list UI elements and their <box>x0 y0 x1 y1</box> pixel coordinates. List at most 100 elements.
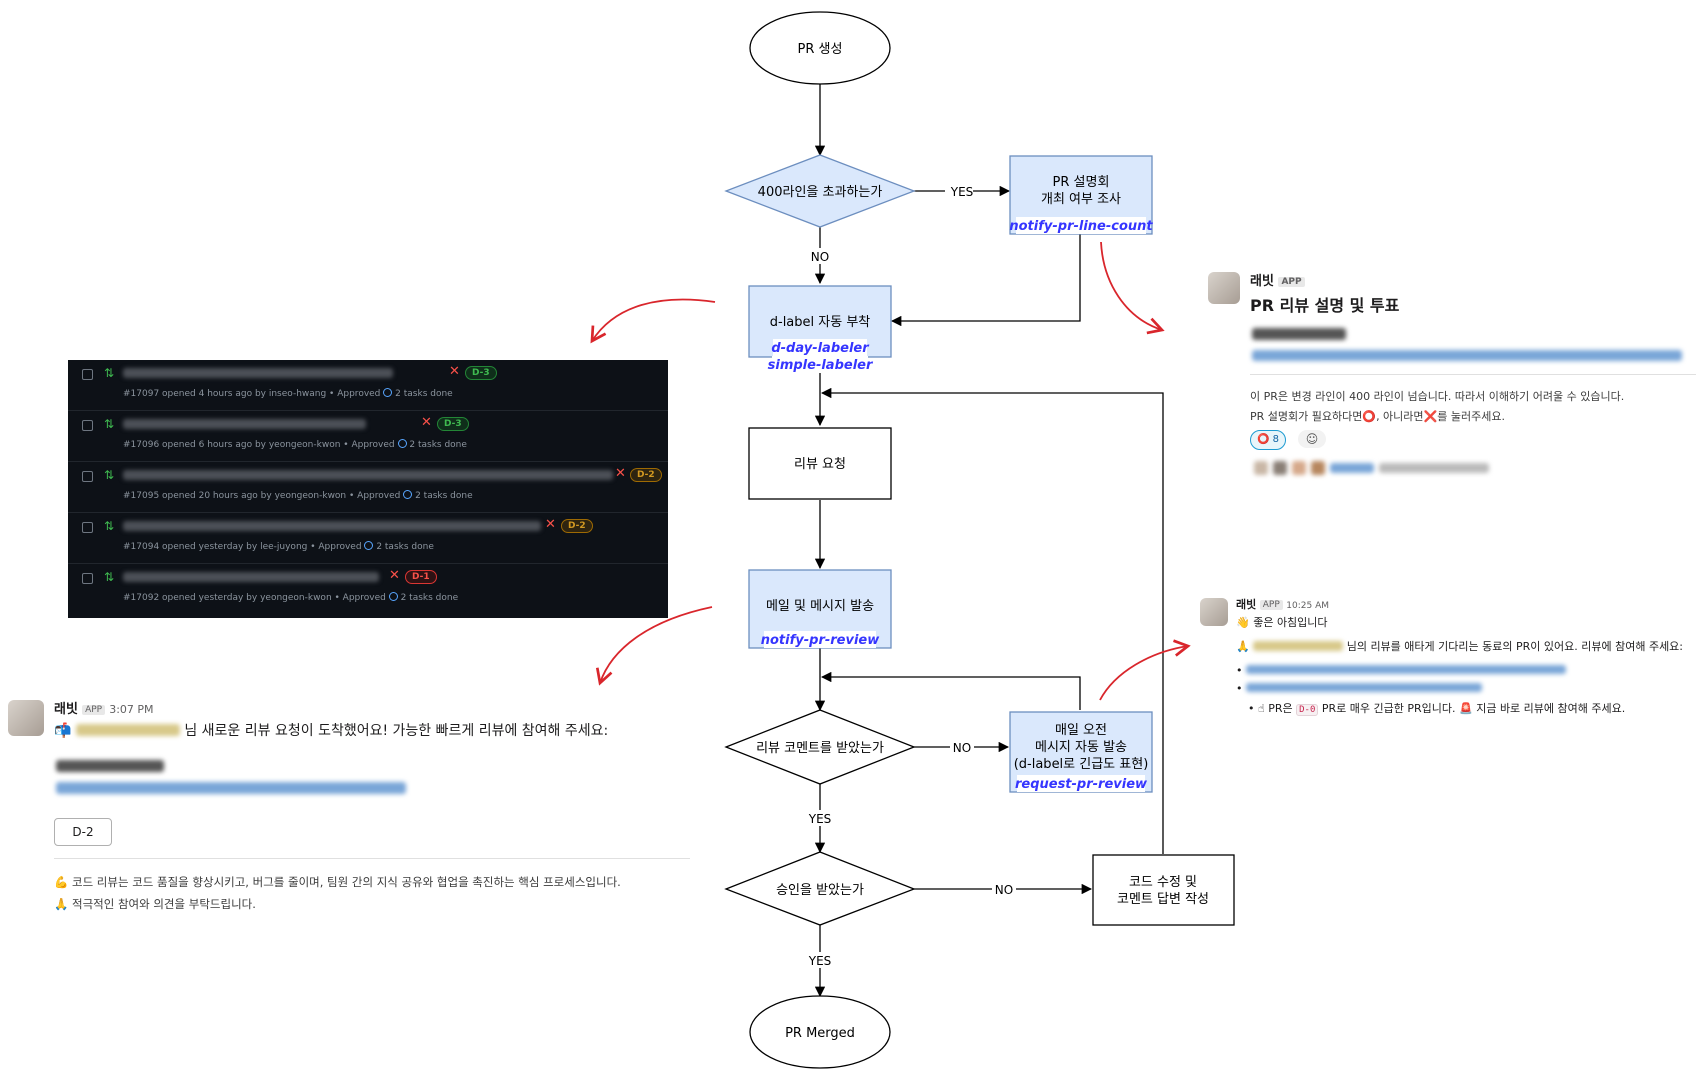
dday-button[interactable]: D-2 <box>54 818 112 846</box>
blurred-pr-link[interactable] <box>1252 350 1682 361</box>
pr-meta: #17097 opened 4 hours ago by inseo-hwang… <box>123 388 453 399</box>
pray-emoji-icon: 🙏 <box>54 897 69 911</box>
dday-badge[interactable]: D-3 <box>437 417 469 431</box>
survey-line1: PR 설명회 <box>1053 175 1110 190</box>
tasks-ring-icon <box>397 439 407 448</box>
node-decision-lines: 400라인을 초과하는가 <box>724 154 916 228</box>
pr-row[interactable]: ⇅ ✕ D-3 #17097 opened 4 hours ago by ins… <box>68 360 668 411</box>
edge-label-no-3: NO <box>995 883 1013 897</box>
mail-text: 메일 및 메시지 발송 <box>766 599 874 614</box>
vote-line2: PR 설명회가 필요하다면⭕, 아니라면❌를 눌러주세요. <box>1250 410 1505 423</box>
intro-text: 님의 리뷰를 애타게 기다리는 동료의 PR이 있어요. 리뷰에 참여해 주세요… <box>1346 640 1684 653</box>
dlabel-text: d-label 자동 부착 <box>770 315 871 330</box>
decision-comment-text: 리뷰 코멘트를 받았는가 <box>756 741 884 756</box>
avatar <box>1254 461 1268 475</box>
dlabel-function-2: simple-labeler <box>768 358 874 373</box>
node-review-request: 리뷰 요청 <box>748 427 892 500</box>
red-arrow-to-request <box>595 606 713 686</box>
slack-vote-message: 래빗 APP PR 리뷰 설명 및 투표 이 PR은 변경 라인이 400 라인… <box>1206 268 1696 488</box>
dday-badge[interactable]: D-3 <box>465 366 497 380</box>
request-text: 님 새로운 리뷰 요청이 도착했어요! 가능한 빠르게 리뷰에 참여해 주세요: <box>184 723 609 739</box>
decision-lines-text: 400라인을 초과하는가 <box>758 185 883 200</box>
tasks-ring-icon <box>403 490 413 499</box>
intro-row: 🙏 님의 리뷰를 애타게 기다리는 동료의 PR이 있어요. 리뷰에 참여해 주… <box>1236 638 1683 654</box>
dday-badge[interactable]: D-2 <box>561 519 593 533</box>
pr-title-blurred[interactable] <box>123 572 379 582</box>
mention-blurred[interactable] <box>75 724 180 736</box>
review-request-text: 리뷰 요청 <box>794 457 846 472</box>
divider <box>54 858 690 859</box>
checkbox[interactable] <box>82 573 93 584</box>
failed-check-icon: ✕ <box>545 517 556 532</box>
bot-name-row: 래빗 APP 10:25 AM <box>1236 596 1329 612</box>
node-decision-approve: 승인을 받았는가 <box>724 851 916 926</box>
avatar <box>1292 461 1307 475</box>
d0-code: D-0 <box>1296 704 1319 716</box>
checkbox[interactable] <box>82 369 93 380</box>
replies-link-blurred[interactable] <box>1330 463 1375 473</box>
app-tag: APP <box>1259 600 1283 610</box>
morning-line3: (d-label로 긴급도 표현) <box>1014 757 1149 772</box>
bot-name[interactable]: 래빗 <box>1236 598 1257 611</box>
edge-label-no-1: NO <box>811 250 829 264</box>
dday-badge[interactable]: D-1 <box>405 570 437 584</box>
edge-label-yes-1: YES <box>950 185 974 199</box>
arrow-fix-to-review <box>820 387 1164 854</box>
bot-name[interactable]: 래빗 <box>1250 274 1274 289</box>
reply-avatars[interactable] <box>1254 460 1490 479</box>
avatar <box>1273 461 1288 475</box>
pr-row[interactable]: ⇅ ✕ D-3 #17096 opened 6 hours ago by yeo… <box>68 411 668 462</box>
morning-line2: 메시지 자동 발송 <box>1035 740 1127 755</box>
checkbox[interactable] <box>82 420 93 431</box>
red-arrow-to-vote <box>1100 241 1165 335</box>
cross-emoji-icon: ❌ <box>1423 410 1438 423</box>
pr-title-blurred[interactable] <box>123 419 366 429</box>
node-morning: 매일 오전 메시지 자동 발송 (d-label로 긴급도 표현) reques… <box>1009 711 1153 793</box>
start-text: PR 생성 <box>798 42 843 57</box>
pr-link-blurred[interactable] <box>1246 683 1482 692</box>
red-arrow-to-morning <box>1099 639 1191 701</box>
pr-link-row-2: • <box>1236 682 1482 695</box>
mailbox-emoji-icon: 📬 <box>54 723 72 739</box>
node-dlabel: d-label 자동 부착 d-day-labeler simple-label… <box>748 285 892 373</box>
add-reaction-icon[interactable]: ☺ <box>1298 430 1326 448</box>
fix-line2: 코멘트 답변 작성 <box>1117 892 1209 907</box>
point-up-emoji-icon: ☝ <box>1258 702 1265 715</box>
bot-name[interactable]: 래빗 <box>54 702 78 717</box>
pr-link-blurred[interactable] <box>1246 665 1566 674</box>
checkbox[interactable] <box>82 471 93 482</box>
muscle-emoji-icon: 💪 <box>54 875 69 889</box>
request-row: 📬 님 새로운 리뷰 요청이 도착했어요! 가능한 빠르게 리뷰에 참여해 주세… <box>54 720 608 740</box>
last-reply-blurred <box>1379 463 1490 473</box>
edge-label-yes-3: YES <box>808 954 832 968</box>
edge-labels: YES NO NO YES NO YES <box>806 183 1016 968</box>
vote-line1: 이 PR은 변경 라인이 400 라인이 넘습니다. 따라서 이해하기 어려울 … <box>1250 390 1625 403</box>
blurred-repo <box>1252 328 1346 340</box>
node-end: PR Merged <box>749 995 891 1069</box>
pr-row[interactable]: ⇅ ✕ D-2 #17095 opened 20 hours ago by ye… <box>68 462 668 513</box>
app-tag: APP <box>82 705 106 715</box>
dlabel-function-1: d-day-labeler <box>771 341 870 356</box>
pray-emoji-icon: 🙏 <box>1236 640 1250 653</box>
dday-badge[interactable]: D-2 <box>630 468 662 482</box>
greeting-row: 👋 좋은 아침입니다 <box>1236 614 1328 630</box>
end-text: PR Merged <box>785 1026 855 1041</box>
wave-emoji-icon: 👋 <box>1236 616 1250 629</box>
tasks-ring-icon <box>383 388 393 397</box>
pr-row[interactable]: ⇅ ✕ D-1 #17092 opened yesterday by yeong… <box>68 564 668 615</box>
github-pr-list: ⇅ ✕ D-3 #17097 opened 4 hours ago by ins… <box>68 360 668 618</box>
reaction-circle-button[interactable]: ⭕ 8 <box>1250 430 1287 450</box>
pr-row[interactable]: ⇅ ✕ D-2 #17094 opened yesterday by lee-j… <box>68 513 668 564</box>
fix-line1: 코드 수정 및 <box>1129 875 1197 890</box>
bot-name-row: 래빗 APP 3:07 PM <box>54 698 154 717</box>
failed-check-icon: ✕ <box>449 364 460 379</box>
bot-avatar <box>1200 598 1228 626</box>
mention-blurred[interactable] <box>1253 641 1344 651</box>
edge-label-no-2: NO <box>953 741 971 755</box>
pr-title-blurred[interactable] <box>123 521 541 531</box>
arrow-survey-to-dlabel <box>890 234 1081 327</box>
pr-title-blurred[interactable] <box>123 470 613 480</box>
pr-title-blurred[interactable] <box>123 368 393 378</box>
checkbox[interactable] <box>82 522 93 533</box>
blurred-pr-link[interactable] <box>56 782 406 794</box>
